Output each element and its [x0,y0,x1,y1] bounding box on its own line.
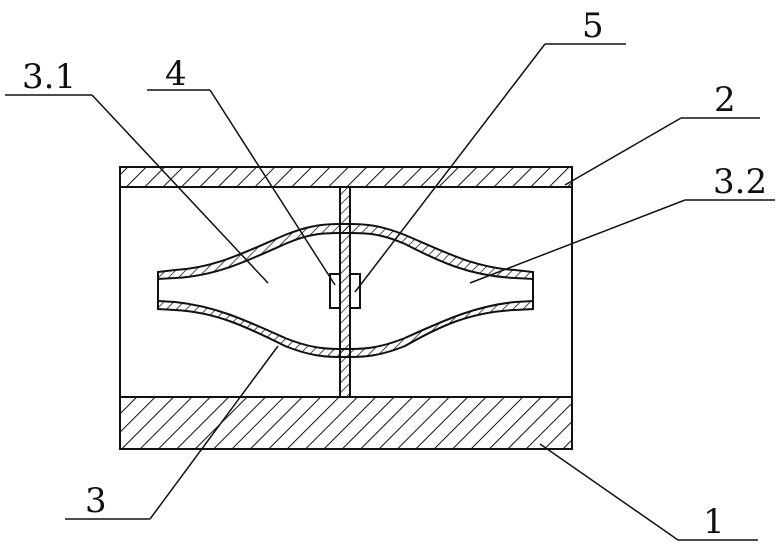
label-3: 3 [85,481,107,521]
label-2: 2 [714,80,736,120]
top-wall-hatch [120,167,572,187]
labels: 3.1 4 5 2 3.2 3 1 [22,6,767,542]
label-4: 4 [165,54,187,94]
label-5: 5 [582,6,604,46]
center-partition [340,187,350,397]
label-3-2: 3.2 [713,162,767,202]
label-1: 1 [703,502,725,542]
bottom-wall-hatch [120,397,572,449]
label-3-1: 3.1 [22,57,76,97]
